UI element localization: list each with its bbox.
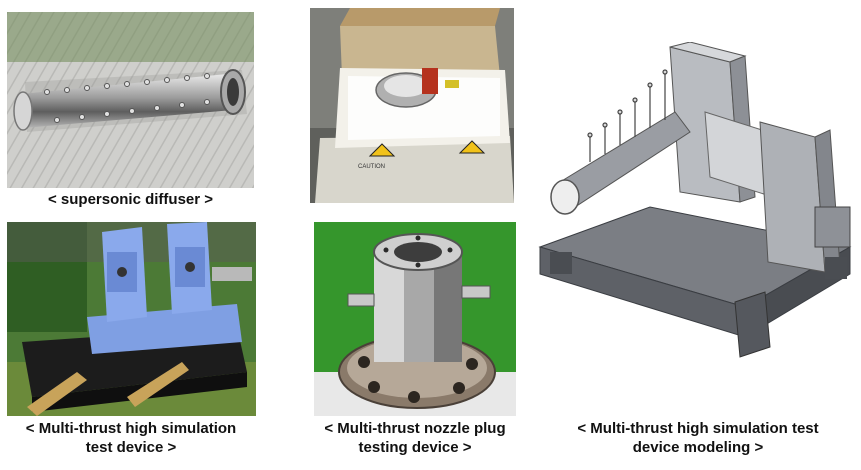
- caption-multi-thrust-test-device: < Multi-thrust high simulation test devi…: [0, 419, 262, 457]
- caution-label-text: CAUTION: [358, 164, 385, 170]
- caption-device-modeling: < Multi-thrust high simulation test devi…: [560, 419, 836, 457]
- caption-line-2: testing device >: [358, 439, 472, 456]
- caption-line-2: test device >: [85, 439, 177, 456]
- supersonic-diffuser-photo: [7, 12, 254, 188]
- nozzle-plug-testing-device-photo: [314, 222, 516, 416]
- caption-line-2: device modeling >: [632, 439, 764, 456]
- caption-line-1: < Multi-thrust high simulation: [25, 420, 237, 437]
- caption-line-1: < Multi-thrust nozzle plug: [324, 420, 506, 437]
- caption-nozzle-plug-testing-device: < Multi-thrust nozzle plug testing devic…: [300, 419, 530, 457]
- caption-supersonic-diffuser: < supersonic diffuser >: [47, 191, 214, 208]
- nozzle-plug-box-photo: CAUTION: [310, 8, 514, 203]
- device-modeling-render: [530, 42, 856, 362]
- multi-thrust-test-device-photo: [7, 222, 256, 416]
- caption-line-1: < Multi-thrust high simulation test: [577, 420, 819, 437]
